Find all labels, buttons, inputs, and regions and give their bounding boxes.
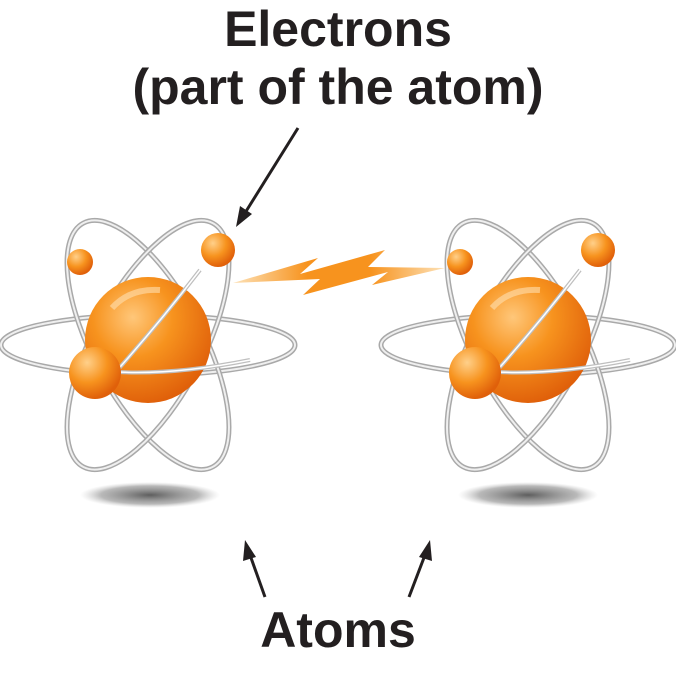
arrow-icon [407,540,432,598]
electrons-label: Electrons [224,1,452,57]
electron [581,233,615,267]
lightning-bolt-icon [233,250,445,295]
atom-right [378,217,676,508]
electron [201,233,235,267]
electrons-sublabel: (part of the atom) [132,59,544,115]
electron [69,347,121,399]
arrow-icon [243,540,267,598]
atoms-label: Atoms [260,602,416,658]
atom-left [0,217,298,508]
electron [67,249,93,275]
electron [449,347,501,399]
electron [447,249,473,275]
arrow-icon [236,127,300,227]
atom-shadow [80,482,220,508]
atom-shadow [458,482,598,508]
